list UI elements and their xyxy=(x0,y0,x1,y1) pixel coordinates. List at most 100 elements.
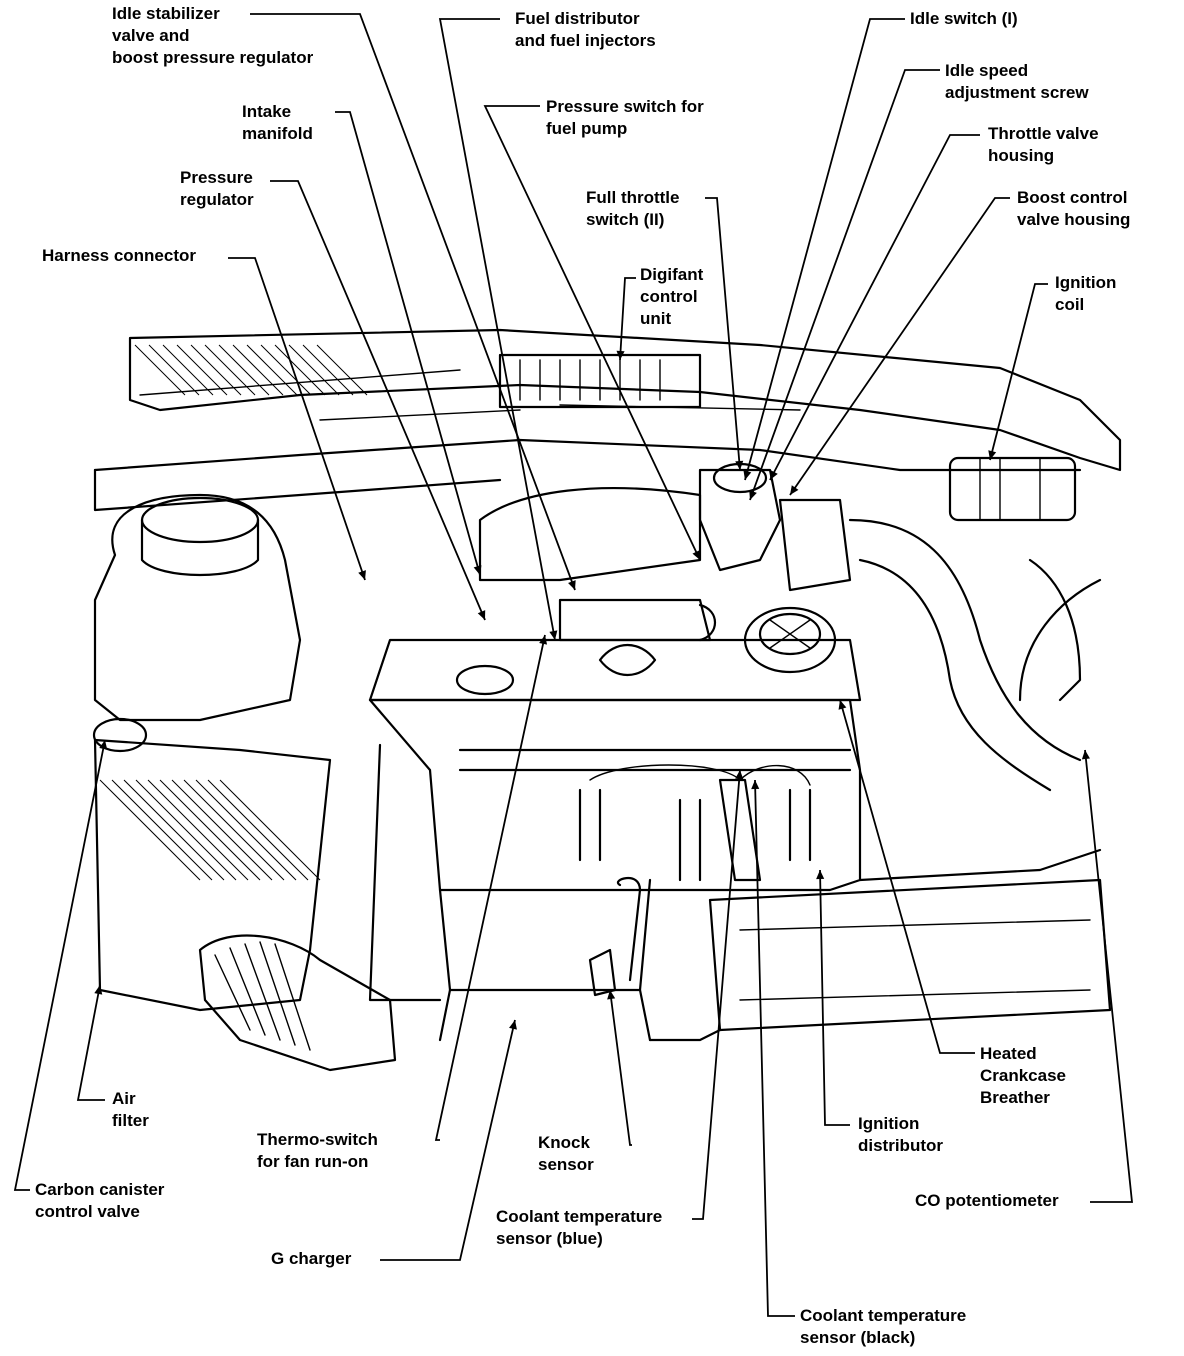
leader-arrowhead xyxy=(735,460,744,470)
leader-line xyxy=(228,257,366,581)
leader-line xyxy=(769,134,980,481)
label-fuel-distributor: Fuel distributor and fuel injectors xyxy=(515,9,656,50)
leader-line xyxy=(1084,749,1133,1203)
hatch-line xyxy=(162,344,214,396)
label-heated-breather: Heated Crankcase Breather xyxy=(980,1044,1067,1107)
leader-arrowhead xyxy=(568,580,576,590)
leader-line xyxy=(380,1019,516,1261)
label-idle-stabilizer: Idle stabilizer valve and boost pressure… xyxy=(112,4,314,67)
label-throttle-valve-housing: Throttle valve housing xyxy=(988,124,1099,165)
leader-line xyxy=(76,984,105,1101)
leader-line xyxy=(335,111,481,576)
leader-arrowhead xyxy=(838,700,847,710)
label-boost-control-housing: Boost control valve housing xyxy=(1017,188,1131,229)
hatch-line xyxy=(246,344,298,396)
leader-arrowhead xyxy=(539,635,548,645)
radiator-support xyxy=(648,848,1112,1042)
label-air-filter: Air filter xyxy=(112,1089,149,1130)
leader-arrowhead xyxy=(549,630,558,640)
hatch-line xyxy=(260,344,312,396)
leader-arrowhead xyxy=(988,450,997,460)
label-knock-sensor: Knock sensor xyxy=(538,1133,594,1174)
hatch-line xyxy=(148,344,200,396)
hatch-line xyxy=(274,344,326,396)
leader-line xyxy=(754,779,795,1317)
leader-arrowhead xyxy=(616,350,625,360)
hatch-line xyxy=(218,344,270,396)
leader-arrowhead xyxy=(749,490,757,500)
leader-arrowhead xyxy=(692,550,700,560)
leader-arrowhead xyxy=(770,470,778,480)
ignition-coil-shape xyxy=(948,456,1077,522)
leader-line xyxy=(13,739,106,1191)
label-coolant-blue: Coolant temperature sensor (blue) xyxy=(496,1207,663,1248)
leader-arrowhead xyxy=(816,870,825,880)
hatch-line xyxy=(99,779,201,881)
hatch-line xyxy=(195,779,297,881)
leader-line xyxy=(619,277,636,361)
label-ignition-distributor: Ignition distributor xyxy=(858,1114,943,1155)
hatch-line xyxy=(232,344,284,396)
hatch-line xyxy=(135,779,237,881)
leader-line xyxy=(749,69,940,501)
leader-line xyxy=(789,197,1010,496)
hatch-line xyxy=(219,779,321,881)
leader-line xyxy=(705,197,741,471)
hatch-line xyxy=(111,779,213,881)
label-intake-manifold: Intake manifold xyxy=(242,102,313,143)
leader-line xyxy=(839,699,975,1054)
label-thermo-switch: Thermo-switch for fan run-on xyxy=(257,1130,378,1171)
leader-arrowhead xyxy=(751,780,760,790)
digifant-box xyxy=(498,353,702,409)
hatch-line xyxy=(288,344,340,396)
label-coolant-black: Coolant temperature sensor (black) xyxy=(800,1306,967,1347)
leader-arrowhead xyxy=(743,470,752,480)
cowl-panel xyxy=(93,328,1122,512)
leader-line xyxy=(483,105,701,561)
hatch-line xyxy=(176,344,228,396)
leader-line xyxy=(692,769,741,1220)
leader-arrowhead xyxy=(735,770,744,780)
label-harness-connector: Harness connector xyxy=(42,246,196,265)
label-idle-speed-screw: Idle speed adjustment screw xyxy=(945,61,1089,102)
hatch-line xyxy=(302,344,354,396)
leader-arrowhead xyxy=(1081,750,1090,760)
leader-arrowhead xyxy=(477,610,486,620)
air-filter-box xyxy=(92,717,397,1072)
hatch-line xyxy=(183,779,285,881)
leader-arrowhead xyxy=(358,570,366,580)
leader-line xyxy=(250,13,576,591)
hatch-line xyxy=(134,344,186,396)
leader-line xyxy=(609,989,632,1146)
label-g-charger: G charger xyxy=(271,1249,352,1268)
hatch-line xyxy=(147,779,249,881)
label-digifant-unit: Digifant control unit xyxy=(640,265,704,328)
coolant-reservoir xyxy=(93,493,302,722)
leader-line xyxy=(989,283,1048,461)
label-idle-switch: Idle switch (I) xyxy=(910,9,1018,28)
leader-line xyxy=(819,869,850,1126)
leader-line xyxy=(744,18,905,481)
leader-arrowhead xyxy=(790,485,799,495)
label-co-potentiometer: CO potentiometer xyxy=(915,1191,1059,1210)
label-full-throttle-switch: Full throttle switch (II) xyxy=(586,188,680,229)
leader-arrowhead xyxy=(94,985,103,995)
leader-line xyxy=(270,180,486,621)
hatch-line xyxy=(123,779,225,881)
hatch-line xyxy=(316,344,368,396)
leader-line xyxy=(438,18,556,641)
leader-line xyxy=(434,634,546,1141)
hatch-line xyxy=(190,344,242,396)
plugs-and-wires xyxy=(578,764,812,997)
leader-lines xyxy=(13,13,1133,1317)
label-pressure-switch: Pressure switch for fuel pump xyxy=(546,97,704,138)
leader-arrowhead xyxy=(509,1020,517,1030)
label-ignition-coil: Ignition coil xyxy=(1055,273,1117,314)
leader-arrowhead xyxy=(473,565,482,575)
hatch-line xyxy=(159,779,261,881)
hatch-line xyxy=(171,779,273,881)
leader-arrowhead xyxy=(607,990,616,1000)
label-pressure-regulator: Pressure regulator xyxy=(180,168,254,209)
